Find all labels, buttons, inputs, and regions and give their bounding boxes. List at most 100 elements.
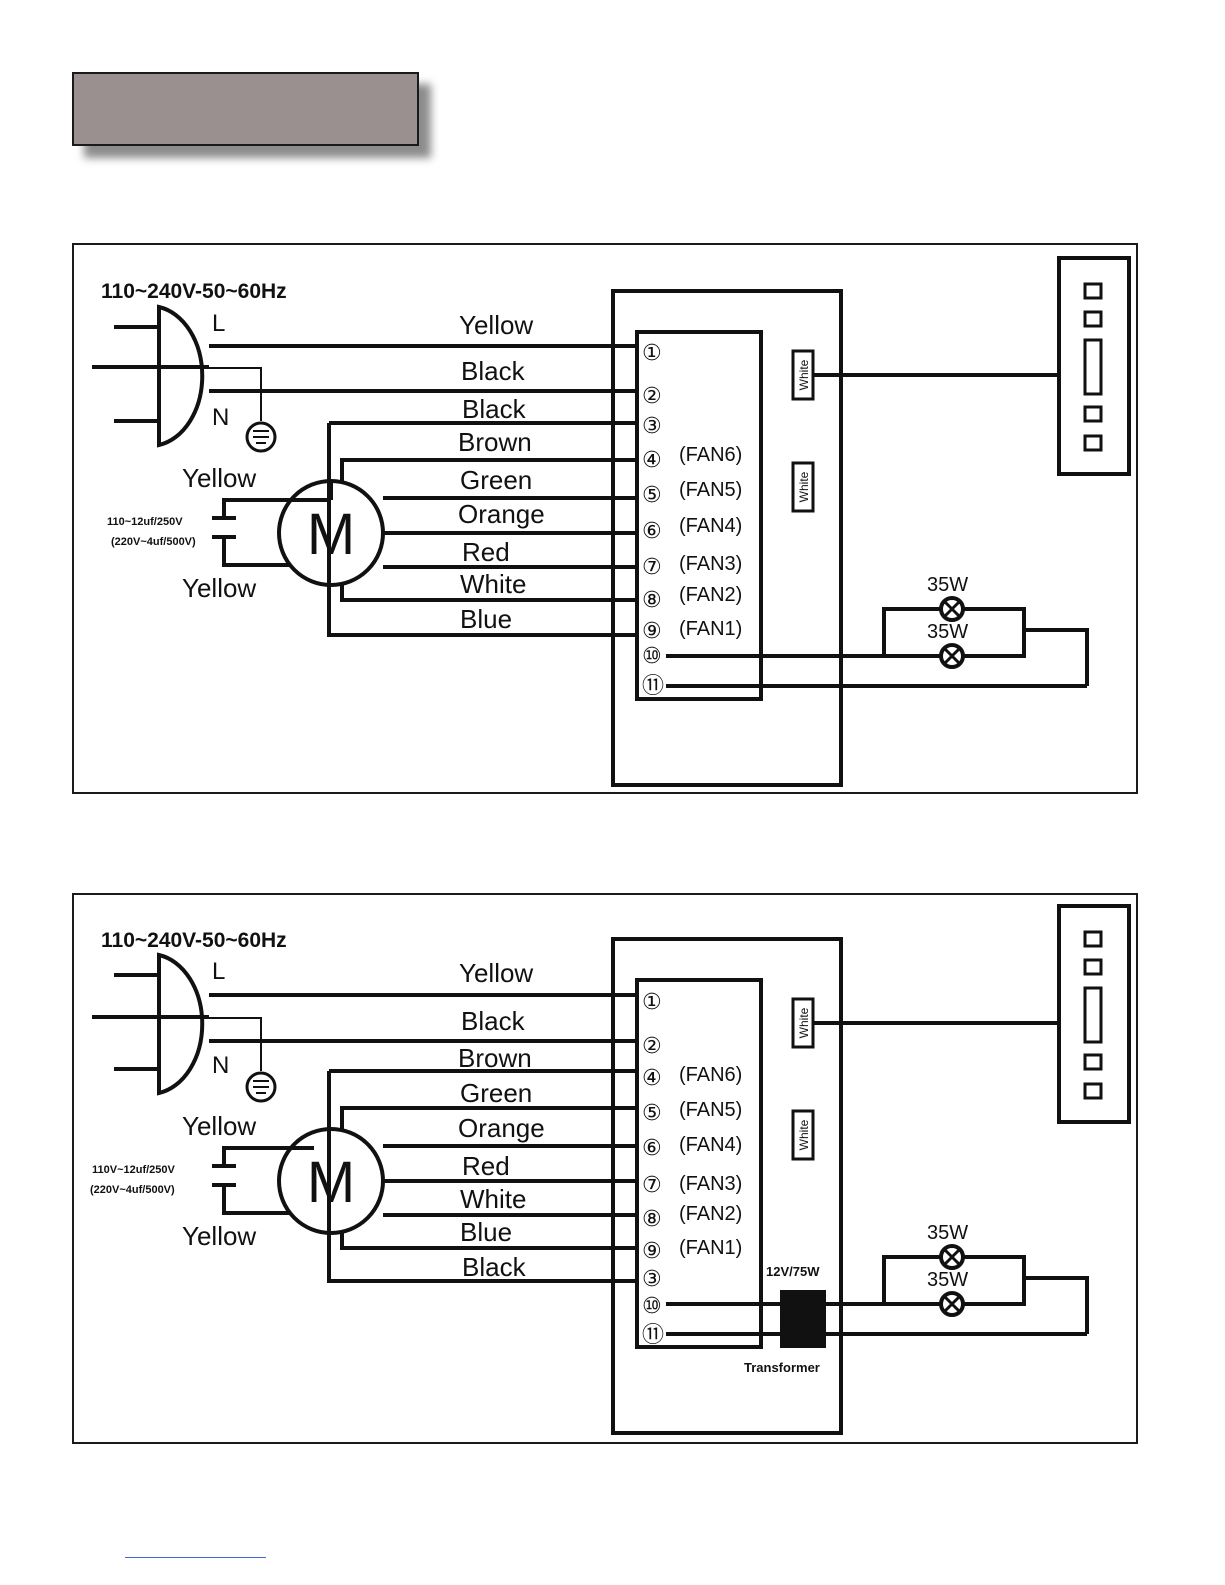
terminal-label: ⑦ — [642, 1172, 662, 1197]
wiring-diagram-1: White White 110~240V-50~60Hz L N M Yello… — [72, 243, 1138, 794]
wire-label: Blue — [460, 604, 512, 634]
transformer-label: Transformer — [744, 1360, 820, 1375]
fan-label: (FAN2) — [679, 584, 742, 606]
terminal-label: ⑧ — [642, 587, 662, 612]
connector-white-1b — [791, 461, 815, 513]
section-header-box — [72, 72, 419, 146]
terminal-label: ④ — [642, 1065, 662, 1090]
fan-label: (FAN6) — [679, 444, 742, 466]
wire-label: Black — [461, 1006, 526, 1036]
transformer-rating: 12V/75W — [766, 1264, 820, 1279]
wire-label: White — [460, 1184, 526, 1214]
wire-label: Red — [462, 1151, 510, 1181]
ground-icon-1 — [245, 421, 277, 453]
pin-n-label-1: N — [212, 404, 229, 431]
pin-n-label-2: N — [212, 1052, 229, 1079]
terminal-label: ⑨ — [642, 618, 662, 643]
fan-label: (FAN2) — [679, 1203, 742, 1225]
wiring-diagram-2: White White 110~240V-50~60Hz L N M Yello… — [72, 893, 1138, 1444]
connector-white-2b — [791, 1109, 815, 1161]
wire-label: Red — [462, 537, 510, 567]
transformer-icon — [780, 1290, 826, 1348]
terminal-label: ④ — [642, 447, 662, 472]
terminal-label: ① — [642, 989, 662, 1014]
terminal-label: ⑨ — [642, 1238, 662, 1263]
connector-white-2a — [791, 997, 815, 1049]
terminal-label: ② — [642, 383, 662, 408]
wire-label: Brown — [458, 427, 532, 457]
cap-spec-1a: 110~12uf/250V — [107, 516, 183, 528]
wire-label: Black — [462, 394, 527, 424]
fan-label: (FAN3) — [679, 1173, 742, 1195]
terminal-label: ③ — [642, 413, 662, 438]
connector-white-1a — [791, 349, 815, 401]
fan-label: (FAN3) — [679, 553, 742, 575]
motor-label-1: M — [307, 502, 355, 567]
lamp-label-2b: 35W — [927, 1269, 968, 1291]
fan-label: (FAN5) — [679, 479, 742, 501]
voltage-label-1: 110~240V-50~60Hz — [101, 280, 287, 303]
connector-label-1a: White — [797, 359, 811, 390]
terminal-label: ⑦ — [642, 554, 662, 579]
wire-label: White — [460, 569, 526, 599]
fan-label: (FAN4) — [679, 1134, 742, 1156]
power-plug-2 — [157, 952, 205, 1096]
lamp-label-1a: 35W — [927, 574, 968, 596]
wire-blue-2 — [340, 1233, 639, 1250]
terminal-label: ⑥ — [642, 518, 662, 543]
wire-blue-1 — [327, 423, 639, 637]
wire-label: Yellow — [459, 310, 533, 340]
connector-label-1b: White — [797, 471, 811, 502]
fan-label: (FAN1) — [679, 1237, 742, 1259]
terminal-label: ③ — [642, 1266, 662, 1291]
terminal-label: ⑤ — [642, 1100, 662, 1125]
wire-label: Black — [462, 1252, 527, 1282]
fan-label: (FAN4) — [679, 515, 742, 537]
lamp-label-1b: 35W — [927, 621, 968, 643]
wire-label: Orange — [458, 1113, 545, 1143]
wire-label: Green — [460, 465, 532, 495]
terminal-label: ⑪ — [642, 673, 664, 698]
lamp-label-2a: 35W — [927, 1222, 968, 1244]
wire-label: Orange — [458, 499, 545, 529]
terminal-label: ⑩ — [642, 643, 662, 668]
switch-panel-1 — [1057, 256, 1131, 476]
cap-spec-2a: 110V~12uf/250V — [92, 1164, 176, 1176]
wire-green-2 — [340, 1106, 639, 1129]
terminal-label: ⑥ — [642, 1135, 662, 1160]
control-box-1 — [611, 289, 843, 787]
fan-label: (FAN1) — [679, 618, 742, 640]
terminal-label: ⑤ — [642, 482, 662, 507]
wire-label: Blue — [460, 1217, 512, 1247]
power-plug-1 — [157, 304, 205, 448]
cap-top-label-1: Yellow — [182, 463, 256, 493]
fan-label: (FAN5) — [679, 1099, 742, 1121]
motor-label-2: M — [307, 1150, 355, 1215]
wiring-diagram-2-svg: White White 110~240V-50~60Hz L N M Yello… — [90, 904, 1131, 1435]
terminal-label: ② — [642, 1033, 662, 1058]
wire-white-1 — [340, 585, 639, 602]
cap-spec-1b: (220V~4uf/500V) — [111, 536, 196, 548]
wire-label: Green — [460, 1078, 532, 1108]
cap-spec-2b: (220V~4uf/500V) — [90, 1184, 175, 1196]
wire-label: Black — [461, 356, 526, 386]
switch-panel-2 — [1057, 904, 1131, 1124]
connector-label-2a: White — [797, 1007, 811, 1038]
terminal-label: ⑩ — [642, 1293, 662, 1318]
cap-top-label-2: Yellow — [182, 1111, 256, 1141]
fan-label: (FAN6) — [679, 1064, 742, 1086]
terminal-label: ① — [642, 340, 662, 365]
wiring-diagram-1-svg: White White 110~240V-50~60Hz L N M Yello… — [92, 256, 1131, 787]
terminal-label: ⑪ — [642, 1322, 664, 1347]
pin-l-label-2: L — [212, 958, 225, 985]
ground-icon-2 — [245, 1071, 277, 1103]
wire-label: Yellow — [459, 958, 533, 988]
terminal-block-2 — [635, 978, 763, 1349]
terminal-block-1 — [635, 330, 763, 701]
terminal-label: ⑧ — [642, 1206, 662, 1231]
voltage-label-2: 110~240V-50~60Hz — [101, 929, 287, 952]
footer-rule — [125, 1557, 266, 1558]
pin-l-label-1: L — [212, 310, 225, 337]
wire-brown-1 — [340, 458, 639, 481]
wire-label: Brown — [458, 1043, 532, 1073]
